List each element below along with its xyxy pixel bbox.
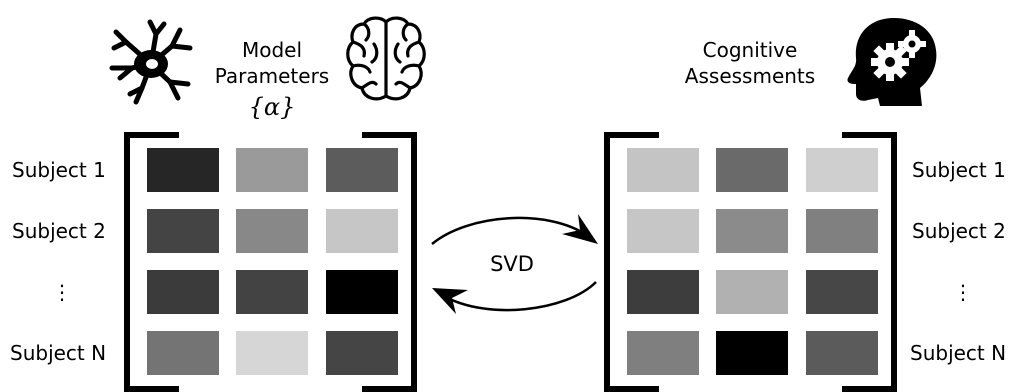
left-cell-r3-c2 <box>236 270 308 314</box>
right-cell-r3-c2 <box>716 270 788 314</box>
right-cell-r3-c1 <box>627 270 699 314</box>
right-cell-r4-c3 <box>806 331 878 375</box>
left-cell-r4-c1 <box>147 331 219 375</box>
right-cell-r2-c1 <box>627 209 699 253</box>
left-cell-r1-c2 <box>236 148 308 192</box>
svd-arrow-backward <box>432 281 597 314</box>
left-cell-r2-c1 <box>147 209 219 253</box>
left-cell-r4-c2 <box>236 331 308 375</box>
svd-label: SVD <box>490 252 534 276</box>
right-cell-r4-c1 <box>627 331 699 375</box>
neuron-icon <box>109 19 193 105</box>
right-cell-r4-c2 <box>716 331 788 375</box>
left-cell-r2-c2 <box>236 209 308 253</box>
right-cell-r3-c3 <box>806 270 878 314</box>
left-row-label-n: Subject N <box>10 341 107 365</box>
right-cell-r1-c1 <box>627 148 699 192</box>
head-gears-icon <box>847 18 937 106</box>
left-title-line1: Model <box>241 38 303 62</box>
right-cell-r1-c3 <box>806 148 878 192</box>
left-matrix-bracket-left <box>124 132 179 392</box>
right-cell-r1-c2 <box>716 148 788 192</box>
right-matrix-bracket-left <box>604 132 659 392</box>
right-row-label-2: Subject 2 <box>912 219 1006 243</box>
left-cell-r2-c3 <box>326 209 398 253</box>
right-row-label-ellipsis: ⋮ <box>953 280 973 304</box>
left-cell-r1-c3 <box>326 148 398 192</box>
right-row-label-n: Subject N <box>910 341 1007 365</box>
left-cell-r3-c1 <box>147 270 219 314</box>
right-cell-r2-c3 <box>806 209 878 253</box>
right-row-label-1: Subject 1 <box>912 158 1006 182</box>
right-cell-r2-c2 <box>716 209 788 253</box>
left-cell-r3-c3 <box>326 270 398 314</box>
left-row-label-ellipsis: ⋮ <box>52 280 72 304</box>
right-matrix-bracket-right <box>842 132 897 392</box>
left-row-label-1: Subject 1 <box>12 158 106 182</box>
right-title-line1: Cognitive <box>702 38 798 62</box>
left-cell-r4-c3 <box>326 331 398 375</box>
left-matrix-bracket-right <box>362 132 417 392</box>
left-title-line2: Parameters <box>214 64 330 88</box>
right-title-line2: Assessments <box>684 64 816 88</box>
svd-arrow-forward <box>431 214 598 245</box>
left-cell-r1-c1 <box>147 148 219 192</box>
alpha-symbol: {α} <box>248 93 296 121</box>
left-row-label-2: Subject 2 <box>12 219 106 243</box>
brain-icon <box>346 16 426 101</box>
